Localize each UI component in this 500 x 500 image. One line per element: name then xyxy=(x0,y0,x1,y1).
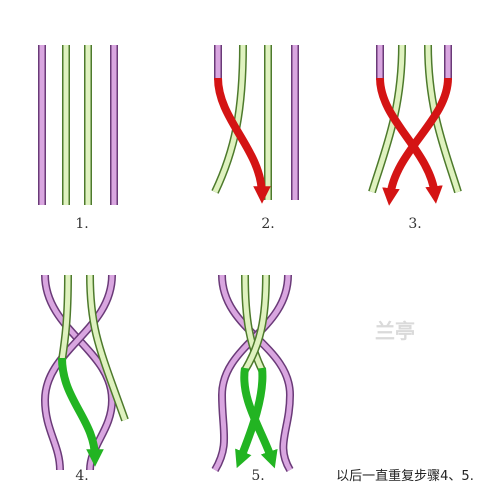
strand-pink xyxy=(211,274,292,473)
step-2-label: 2. xyxy=(261,216,274,232)
green-arrow xyxy=(235,367,267,469)
step-2-diagram xyxy=(211,44,299,204)
strand-green xyxy=(424,44,462,194)
strand-green xyxy=(86,274,129,422)
step-4-label: 4. xyxy=(75,468,88,484)
red-arrow xyxy=(382,77,452,206)
repeat-note: 以后一直重复步骤4、5. xyxy=(336,468,474,484)
red-arrow xyxy=(376,77,443,204)
step-5-diagram xyxy=(211,274,295,473)
step-3-label: 3. xyxy=(408,216,421,232)
step-1-label: 1. xyxy=(75,216,88,232)
watermark-logo: 兰亭 xyxy=(375,319,415,343)
step-3-diagram xyxy=(368,44,462,206)
strand-pink-moving xyxy=(382,45,452,206)
strand-pink xyxy=(218,274,295,473)
strand-pink-moving xyxy=(214,45,271,204)
strand-pink-moving xyxy=(376,45,443,204)
step-4-diagram xyxy=(40,274,129,471)
step-1-diagram xyxy=(38,45,118,205)
red-arrow xyxy=(214,77,271,204)
strand-green-moving xyxy=(235,274,267,469)
step-5-label: 5. xyxy=(251,468,264,484)
strand-green-moving xyxy=(58,274,104,467)
green-arrow xyxy=(58,357,104,467)
strand-green xyxy=(368,44,406,194)
strand-green-moving xyxy=(240,274,278,469)
strand-pink xyxy=(40,274,116,471)
green-arrow xyxy=(240,367,278,469)
